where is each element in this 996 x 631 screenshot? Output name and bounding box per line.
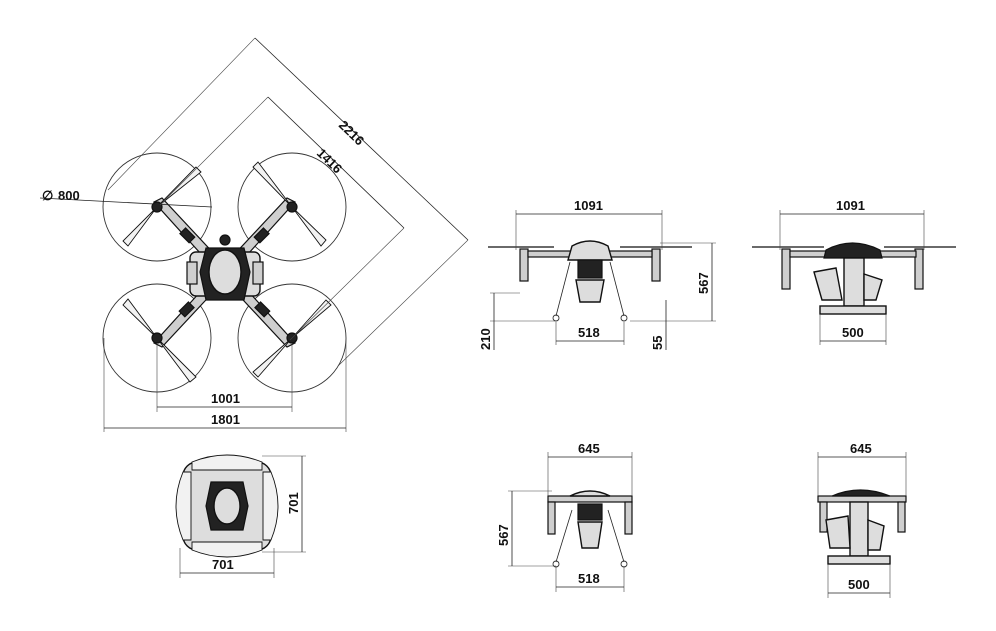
folded-top-view bbox=[175, 454, 306, 578]
folded-side-width-label: 645 bbox=[850, 441, 872, 456]
folded-front-view bbox=[508, 452, 633, 592]
diagonal-outer-label: 2216 bbox=[336, 117, 367, 148]
diagonal-inner-label: 1416 bbox=[314, 145, 345, 176]
folded-front-leg-span-label: 518 bbox=[578, 571, 600, 586]
motor-span-label: 1001 bbox=[211, 391, 240, 406]
front-height-label: 567 bbox=[696, 272, 711, 294]
propeller-disc-front-right bbox=[237, 152, 347, 262]
front-view bbox=[488, 210, 716, 350]
front-leg-span-label: 518 bbox=[578, 325, 600, 340]
folded-depth-label: 701 bbox=[286, 492, 301, 514]
folded-side-skid-width-label: 500 bbox=[848, 577, 870, 592]
top-view: ∅ 800 2216 1416 1001 1801 bbox=[39, 37, 469, 432]
folded-width-label: 701 bbox=[212, 557, 234, 572]
foot-height-label: 55 bbox=[650, 336, 665, 350]
folded-front-width-label: 645 bbox=[578, 441, 600, 456]
ground-clearance-label: 210 bbox=[478, 328, 493, 350]
overall-span-label: 1801 bbox=[211, 412, 240, 427]
side-view bbox=[752, 210, 956, 345]
motor-icon bbox=[151, 201, 163, 213]
motor-icon bbox=[286, 201, 298, 213]
folded-side-view bbox=[817, 452, 907, 598]
fuselage bbox=[186, 234, 264, 301]
side-width-label: 1091 bbox=[836, 198, 865, 213]
arms bbox=[153, 197, 296, 348]
side-skid-width-label: 500 bbox=[842, 325, 864, 340]
motor-icon bbox=[151, 332, 163, 344]
diameter-symbol: ∅ bbox=[42, 188, 53, 203]
front-width-label: 1091 bbox=[574, 198, 603, 213]
diagonal-dimensions bbox=[107, 37, 469, 367]
blades bbox=[122, 161, 332, 383]
diameter-leader bbox=[39, 197, 213, 208]
horizontal-dimensions bbox=[103, 338, 347, 432]
prop-diameter-label: 800 bbox=[58, 188, 80, 203]
folded-front-height-label: 567 bbox=[496, 524, 511, 546]
